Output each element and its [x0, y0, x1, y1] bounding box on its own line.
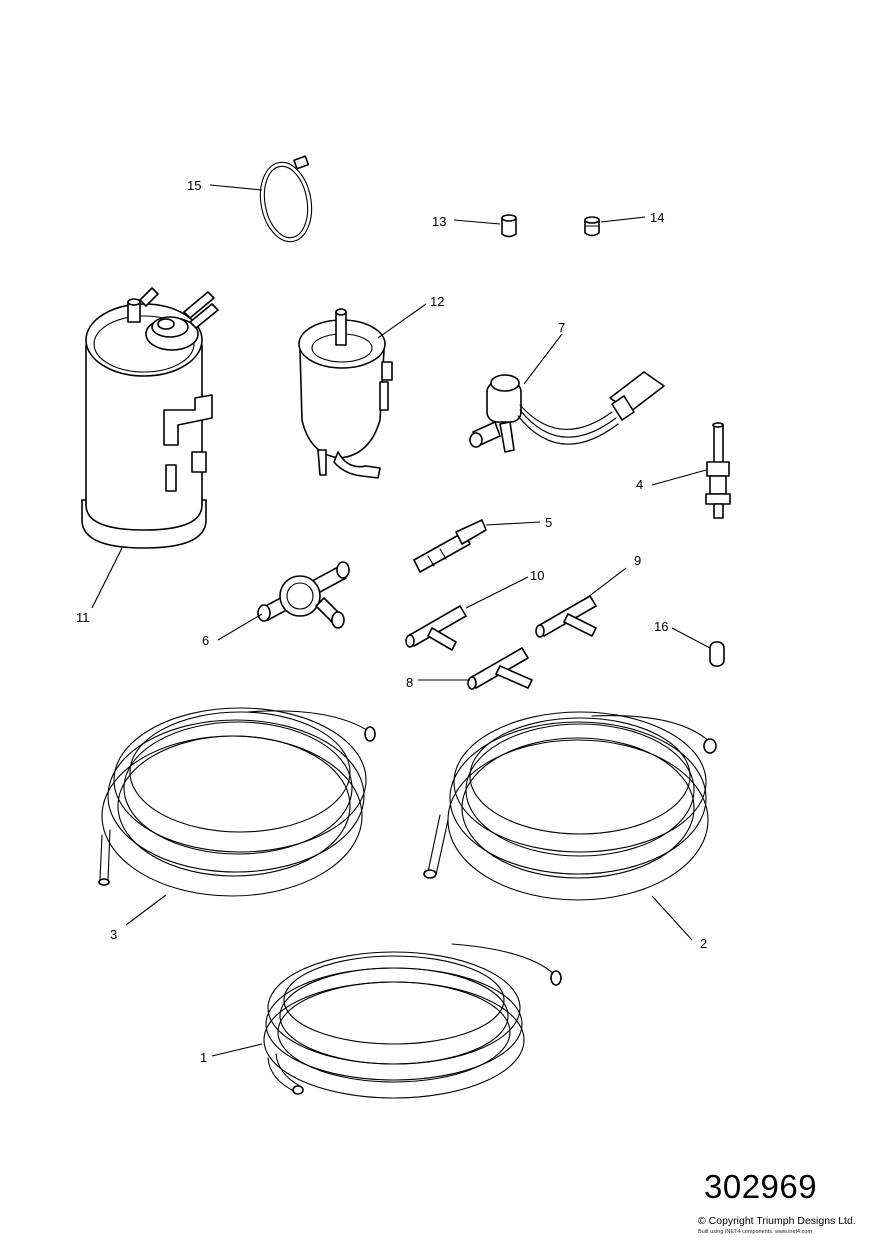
part-15-clip	[209, 155, 313, 243]
part-16-plug	[671, 627, 725, 667]
part-12-fuel-filter	[298, 303, 427, 479]
built-with-notice: Built using INET4 components. www.inet4.…	[698, 1229, 813, 1235]
part-11-canister	[81, 287, 219, 549]
label-part-7: 7	[558, 320, 565, 335]
label-part-5: 5	[545, 515, 552, 530]
label-part-3: 3	[110, 927, 117, 942]
part-9-t-piece	[535, 567, 627, 638]
part-3-hose-coil	[98, 707, 376, 926]
part-8-t-piece	[418, 647, 533, 690]
label-part-16: 16	[654, 619, 668, 634]
drawing-number: 302969	[704, 1168, 818, 1205]
label-part-4: 4	[636, 477, 643, 492]
label-part-14: 14	[650, 210, 664, 225]
label-part-15: 15	[187, 178, 201, 193]
part-4-inline-filter	[651, 422, 731, 519]
part-6-pressure-valve	[217, 561, 350, 641]
label-part-11: 11	[76, 610, 90, 625]
part-14-cap	[584, 216, 646, 237]
part-2-hose-coil	[423, 711, 717, 941]
label-part-2: 2	[700, 936, 707, 951]
label-part-9: 9	[634, 553, 641, 568]
label-part-13: 13	[432, 214, 446, 229]
copyright-notice: © Copyright Triumph Designs Ltd.	[698, 1215, 856, 1227]
label-part-10: 10	[530, 568, 544, 583]
part-10-t-piece	[405, 576, 529, 651]
part-1-hose-coil	[211, 943, 562, 1099]
label-part-1: 1	[200, 1050, 207, 1065]
label-part-8: 8	[406, 675, 413, 690]
label-part-12: 12	[430, 294, 444, 309]
part-5-connector	[413, 519, 541, 573]
part-13-cap	[453, 214, 517, 238]
label-part-6: 6	[202, 633, 209, 648]
part-7-solenoid-valve	[469, 333, 665, 453]
